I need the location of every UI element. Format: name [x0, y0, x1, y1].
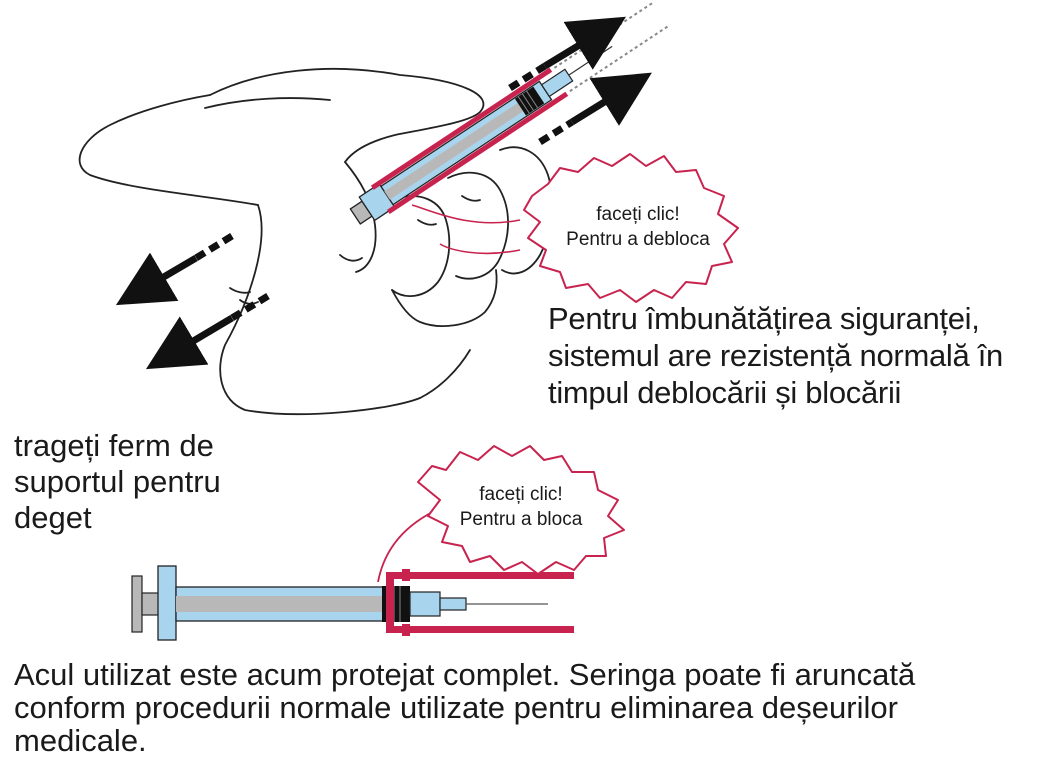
- motion-arrow-icon: [538, 72, 652, 145]
- disposal-note-line: medicale.: [14, 723, 147, 758]
- pull-instruction-line: trageți ferm de: [14, 428, 214, 463]
- locked-syringe: [131, 565, 574, 641]
- pull-instruction-line: suportul pentru: [14, 464, 221, 499]
- unlock-bubble-line2: Pentru a debloca: [566, 229, 710, 250]
- unlock-pointer-line: [411, 204, 521, 224]
- unlock-bubble-text: faceți clic! Pentru a debloca: [558, 202, 718, 252]
- lock-bubble-text: faceți clic! Pentru a bloca: [446, 482, 596, 532]
- pull-instruction: trageți ferm de suportul pentru deget: [14, 428, 221, 536]
- safety-note-line: timpul deblocării și blocării: [548, 375, 902, 410]
- motion-arrow-icon: [115, 233, 234, 306]
- motion-arrow-icon: [145, 293, 270, 370]
- lock-bubble-line1: faceți clic!: [479, 484, 563, 505]
- disposal-note-line: conform procedurii normale utilizate pen…: [14, 690, 898, 725]
- unlock-bubble-line1: faceți clic!: [596, 204, 680, 225]
- disposal-note: Acul utilizat este acum protejat complet…: [14, 658, 1034, 757]
- unlock-speech-bubble: [523, 153, 739, 303]
- lock-speech-bubble: [417, 445, 625, 575]
- safety-note-line: Pentru îmbunătățirea siguranței,: [548, 301, 980, 336]
- safety-note-line: sistemul are rezistență normală în: [548, 338, 1003, 373]
- lock-bubble-line2: Pentru a bloca: [459, 509, 583, 530]
- held-syringe: [349, 0, 671, 225]
- safety-note: Pentru îmbunătățirea siguranței, sistemu…: [548, 300, 1003, 411]
- pull-instruction-line: deget: [14, 500, 92, 535]
- unlock-pointer-line-2: [439, 243, 521, 255]
- disposal-note-line: Acul utilizat este acum protejat complet…: [14, 657, 916, 692]
- motion-arrow-icon: [508, 16, 626, 91]
